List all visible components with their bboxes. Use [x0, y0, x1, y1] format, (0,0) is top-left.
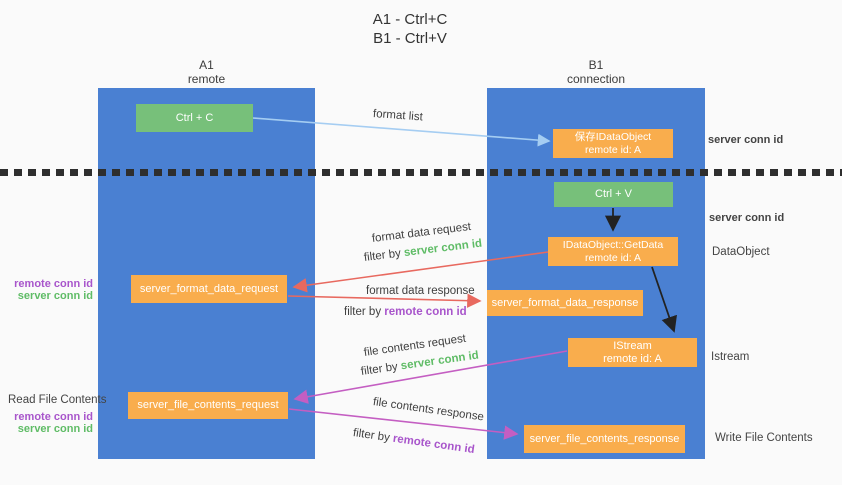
lane-b-subtitle: connection — [566, 72, 626, 86]
node-ctrl-v-label: Ctrl + V — [595, 188, 632, 200]
node-server-file-contents-request: server_file_contents_request — [128, 392, 288, 419]
remote-conn-id-text: remote conn id — [392, 432, 476, 457]
read-file-contents-label: Read File Contents — [8, 394, 107, 406]
lane-a-name: A1 — [199, 58, 214, 72]
node-server-format-data-response: server_format_data_response — [487, 290, 643, 316]
format-list-label: format list — [372, 108, 424, 124]
node-server-format-data-request-label: server_format_data_request — [139, 282, 279, 295]
istream-label: Istream — [711, 351, 750, 363]
lane-a-subtitle: remote — [187, 72, 226, 86]
filter-by-text: filter by — [363, 247, 405, 264]
lane-b-name: B1 — [588, 58, 604, 72]
title-line-2: B1 - Ctrl+V — [373, 30, 447, 47]
dataobject-label: DataObject — [712, 246, 770, 258]
title-line-1: A1 - Ctrl+C — [372, 11, 448, 28]
node-istream-line2: remote id: A — [603, 352, 662, 365]
filter-by-text: filter by — [360, 360, 402, 378]
server-conn-id-label: server conn id — [17, 290, 93, 302]
node-server-file-contents-response-label: server_file_contents_response — [529, 432, 680, 445]
node-ctrl-c-label: Ctrl + C — [175, 111, 214, 124]
server-conn-id-top-label: server conn id — [708, 134, 784, 146]
lane-a-header: A1 remote — [98, 58, 315, 86]
write-file-contents-label: Write File Contents — [715, 432, 813, 444]
node-ctrl-v: Ctrl + V — [554, 182, 673, 207]
remote-conn-id-label: remote conn id — [14, 278, 93, 290]
node-idataobject-getdata-line2: remote id: A — [584, 251, 642, 264]
node-idataobject-getdata-line1: IDataObject::GetData — [562, 238, 664, 251]
node-istream-line1: IStream — [613, 339, 652, 352]
server-conn-id-label: server conn id — [17, 423, 93, 435]
session-divider-line — [0, 169, 842, 176]
node-server-file-contents-request-label: server_file_contents_request — [137, 399, 279, 411]
file-contents-response-label: file contents response — [372, 396, 485, 424]
filter-by-text: filter by — [352, 427, 394, 445]
node-save-idataobject-line1: 保存IDataObject — [574, 130, 652, 143]
server-conn-id-mid-label: server conn id — [709, 212, 785, 224]
server-conn-id-text: server conn id — [403, 237, 483, 260]
node-istream: IStream remote id: A — [568, 338, 697, 367]
node-server-format-data-response-label: server_format_data_response — [491, 296, 639, 309]
remote-conn-id-text: remote conn id — [384, 306, 467, 318]
node-save-idataobject-line2: remote id: A — [584, 143, 642, 156]
format-data-response-label: format data response — [366, 285, 475, 297]
node-server-file-contents-response: server_file_contents_response — [524, 425, 685, 453]
remote-conn-id-label: remote conn id — [14, 411, 93, 423]
lane-b-header: B1 connection — [487, 58, 705, 86]
file-conn-id-stack: remote conn id server conn id — [10, 411, 93, 435]
server-conn-id-text: server conn id — [400, 349, 480, 373]
node-save-idataobject: 保存IDataObject remote id: A — [553, 129, 673, 158]
node-server-format-data-request: server_format_data_request — [131, 275, 287, 303]
file-response-filter-label: filter by remote conn id — [352, 427, 475, 456]
filter-by-text: filter by — [344, 306, 385, 318]
node-ctrl-c: Ctrl + C — [136, 104, 253, 132]
format-response-filter-label: filter by remote conn id — [344, 306, 467, 318]
diagram-title: A1 - Ctrl+C B1 - Ctrl+V — [373, 10, 448, 48]
node-idataobject-getdata: IDataObject::GetData remote id: A — [548, 237, 678, 266]
format-conn-id-stack: remote conn id server conn id — [10, 278, 93, 302]
